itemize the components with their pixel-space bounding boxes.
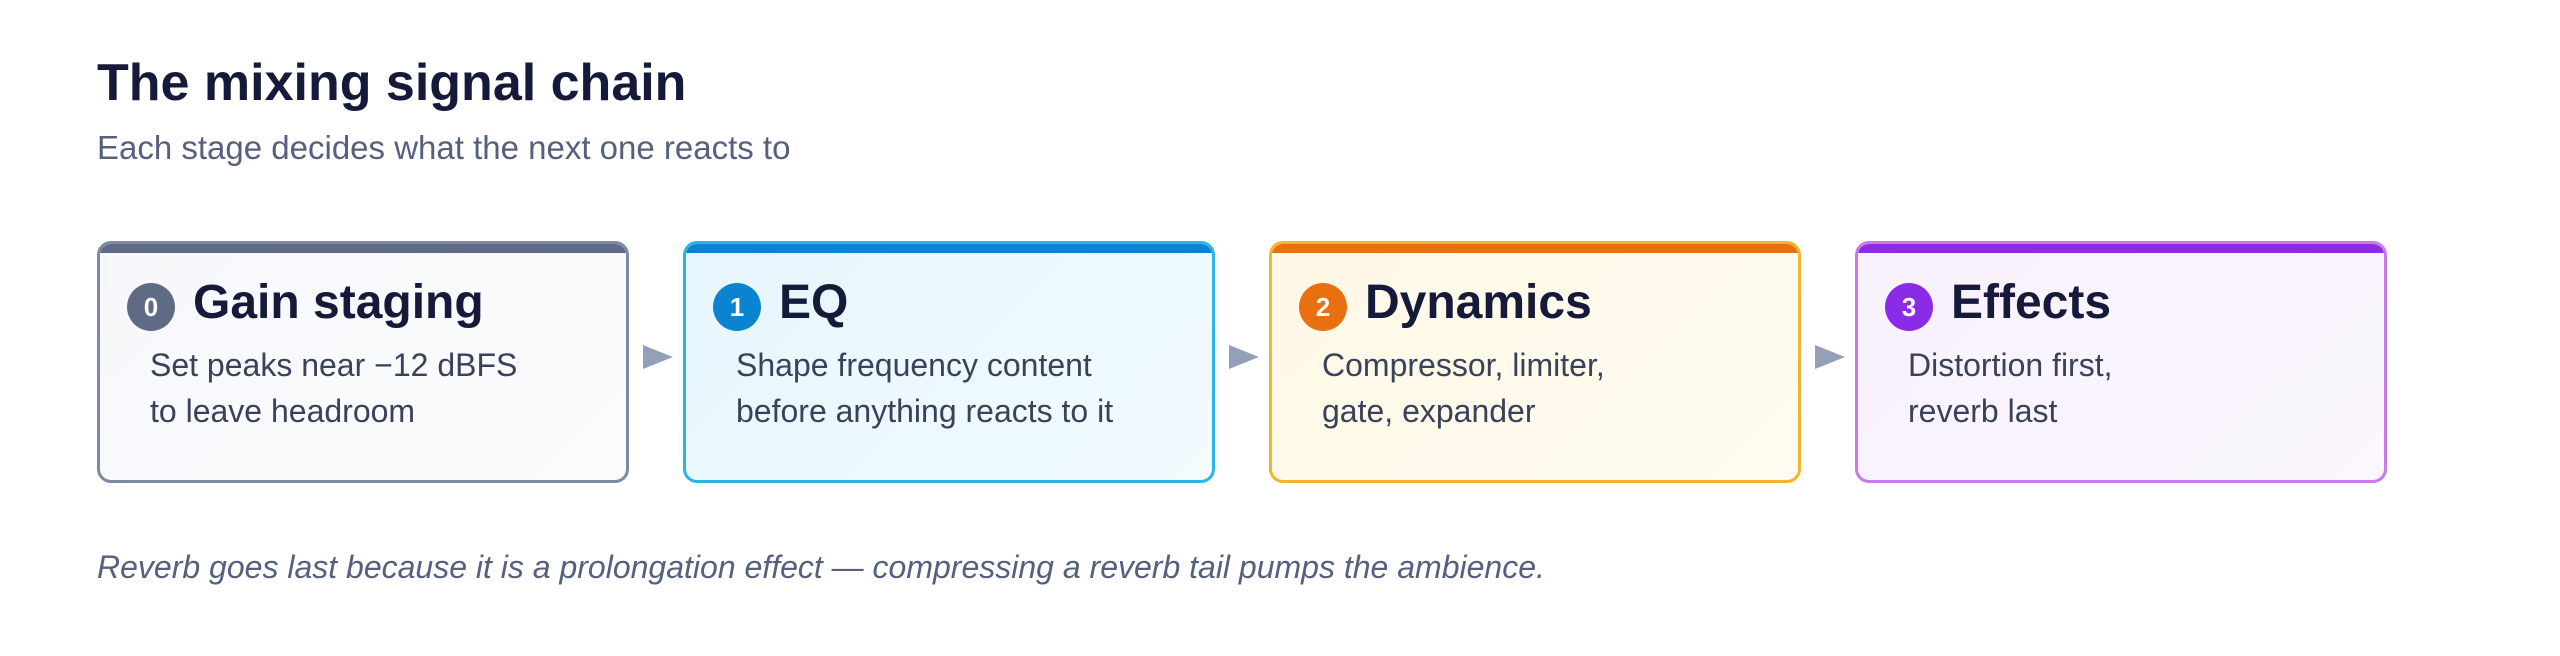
stage-description: Distortion first, reverb last [1908,342,2112,434]
stage-accent-bar [686,244,1212,253]
stage-accent-bar [1272,244,1798,253]
arrow-right-icon [643,345,673,369]
stage-card-dynamics: 2 Dynamics Compressor, limiter, gate, ex… [1269,241,1801,483]
stage-description: Shape frequency content before anything … [736,342,1113,434]
stage-card-gain-staging: 0 Gain staging Set peaks near −12 dBFS t… [97,241,629,483]
stage-title: Dynamics [1365,276,1592,329]
stage-card-effects: 3 Effects Distortion first, reverb last [1855,241,2387,483]
page-title: The mixing signal chain [97,54,687,112]
stage-description: Set peaks near −12 dBFS to leave headroo… [150,342,517,434]
footer-note: Reverb goes last because it is a prolong… [97,549,1545,585]
page-subtitle: Each stage decides what the next one rea… [97,129,791,166]
stage-description-line: Set peaks near −12 dBFS [150,347,518,383]
stage-accent-bar [1858,244,2384,253]
stage-description-line: before anything reacts to it [736,393,1114,429]
stage-number-badge: 3 [1885,283,1933,331]
stage-card-eq: 1 EQ Shape frequency content before anyt… [683,241,1215,483]
stage-number-badge: 0 [127,283,175,331]
stage-title: Gain staging [193,276,484,329]
stage-description: Compressor, limiter, gate, expander [1322,342,1605,434]
stage-description-line: reverb last [1908,393,2058,429]
signal-chain: 0 Gain staging Set peaks near −12 dBFS t… [97,241,2397,483]
stage-title: Effects [1951,276,2112,329]
stage-number-badge: 2 [1299,283,1347,331]
stage-description-line: gate, expander [1322,393,1536,429]
stage-number-badge: 1 [713,283,761,331]
stage-description-line: Compressor, limiter, [1322,347,1605,383]
stage-description-line: to leave headroom [150,393,416,429]
stage-title: EQ [779,276,849,329]
stage-description-line: Shape frequency content [736,347,1092,383]
stage-description-line: Distortion first, [1908,347,2113,383]
stage-accent-bar [100,244,626,253]
arrow-right-icon [1229,345,1259,369]
arrow-right-icon [1815,345,1845,369]
